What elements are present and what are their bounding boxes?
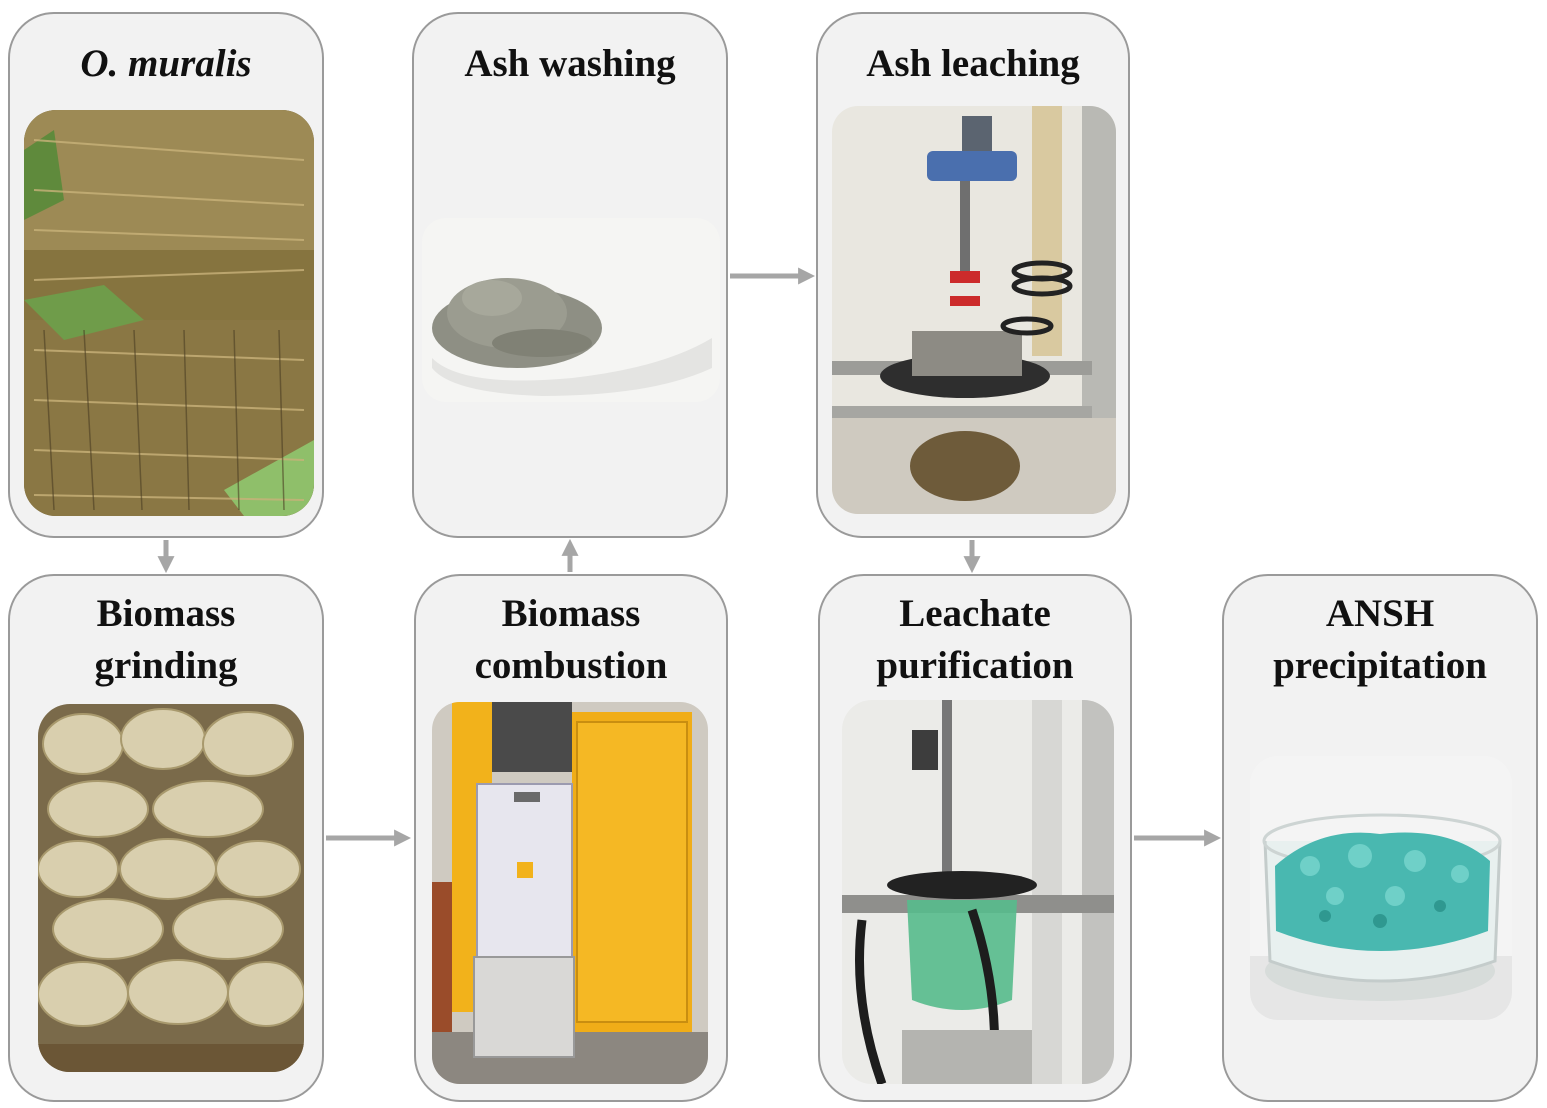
step-title: Biomass grinding [10,588,322,692]
step-card-ash-leaching: Ash leaching [816,12,1130,538]
step-title-line: Biomass [96,592,236,635]
step-card-biomass-combustion: Biomass combustion [414,574,728,1102]
ansh-crystals-beaker-photo [1250,756,1512,1020]
step-title: Ash leaching [818,38,1128,90]
step-title-line: grinding [94,644,238,687]
combustion-boiler-photo [432,702,708,1084]
step-title: ANSH precipitation [1224,588,1536,692]
step-title-line: Ash washing [464,42,676,85]
step-title: Ash washing [414,38,726,90]
step-title-line: Leachate [899,592,1051,635]
miscanthus-bales-photo [24,110,314,516]
ground-biomass-bags-photo [38,704,304,1072]
step-title: Biomass combustion [416,588,726,692]
step-title-line: combustion [474,644,668,687]
purification-reactor-photo [842,700,1114,1084]
ash-powder-scoop-photo [422,218,720,402]
step-title-line: purification [876,644,1074,687]
step-card-o-muralis: O. muralis [8,12,324,538]
step-title: O. muralis [10,38,322,90]
step-title-line: Ash leaching [866,42,1080,85]
step-card-ash-washing: Ash washing [412,12,728,538]
step-title-line: Biomass [501,592,641,635]
step-title-line: precipitation [1273,644,1487,687]
step-card-ansh-precipitation: ANSH precipitation [1222,574,1538,1102]
step-card-biomass-grinding: Biomass grinding [8,574,324,1102]
leaching-reactor-photo [832,106,1116,514]
step-title: Leachate purification [820,588,1130,692]
step-card-leachate-purification: Leachate purification [818,574,1132,1102]
step-title-line: O. muralis [80,42,252,85]
step-title-line: ANSH [1325,592,1435,635]
